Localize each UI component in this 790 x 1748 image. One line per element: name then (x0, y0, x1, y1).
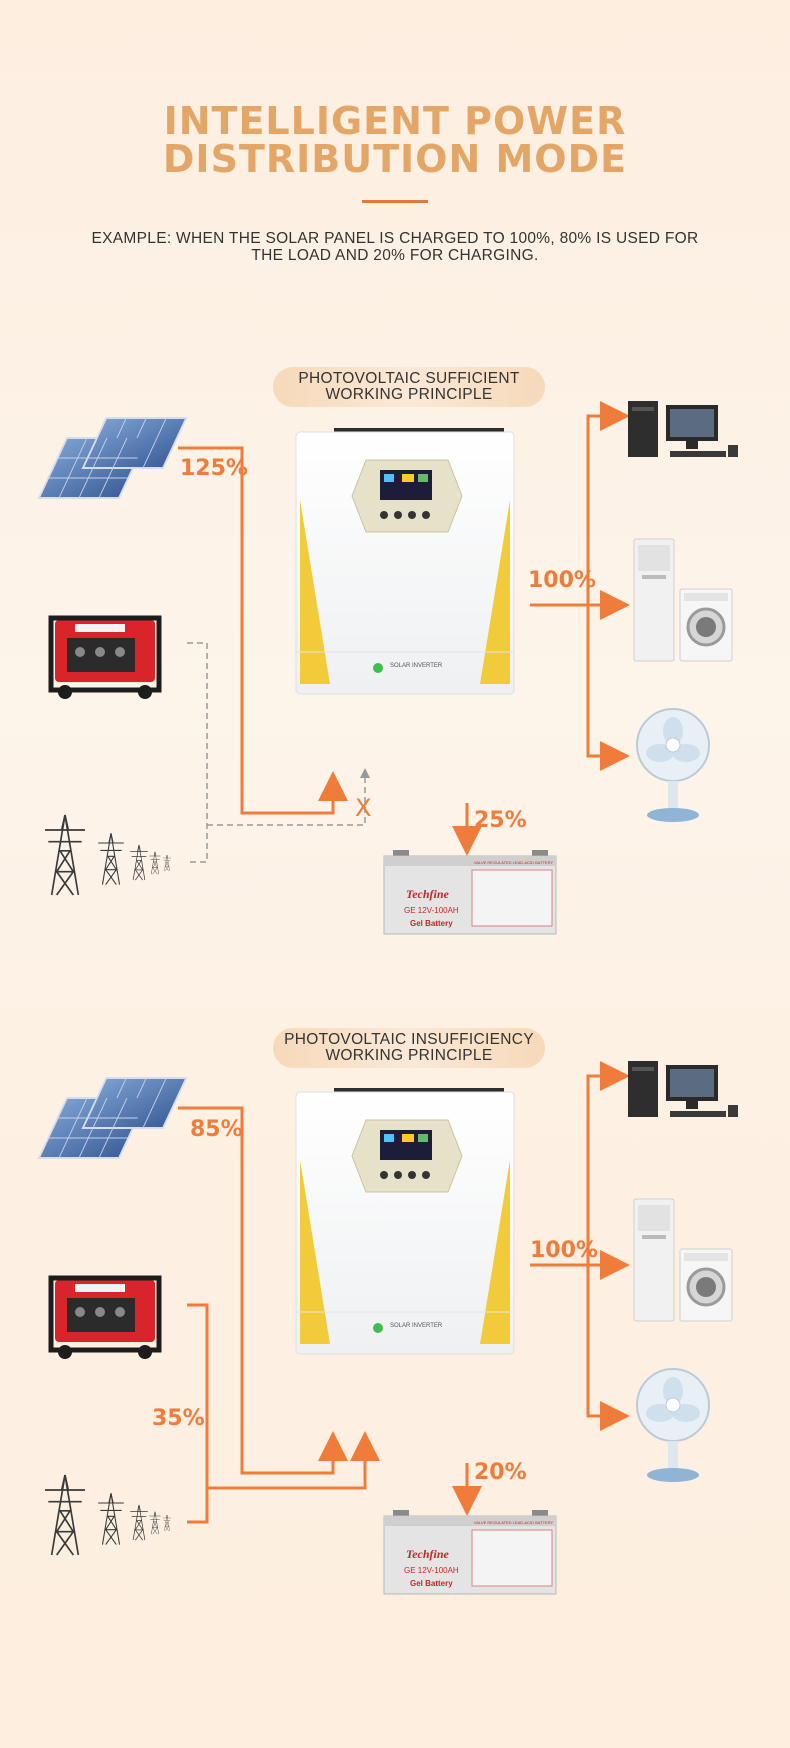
section-label-line1: PHOTOVOLTAIC SUFFICIENT (298, 370, 520, 387)
power-tower-icon (44, 1474, 172, 1556)
power-tower-icon (44, 814, 172, 896)
section-label-line2: WORKING PRINCIPLE (325, 1047, 493, 1064)
inverter-label: SOLAR INVERTER (390, 663, 443, 669)
battery-spec-title: VALVE REGULATED LEAD-ACID BATTERY (474, 1520, 554, 1525)
title-divider (362, 200, 428, 203)
battery-icon (383, 1510, 557, 1595)
flow-diagram (37, 401, 738, 935)
battery-model: GE 12V-100AH (404, 906, 459, 915)
title-line-1: INTELLIGENT POWER (163, 99, 627, 143)
inverter-icon (295, 1088, 515, 1355)
computer-icon (628, 1061, 738, 1117)
air-conditioner-icon (632, 537, 734, 663)
battery-brand: Techfine (406, 887, 449, 901)
generator-icon (51, 1278, 159, 1359)
computer-icon (628, 401, 738, 457)
battery-percent: 25% (474, 808, 527, 833)
load-percent: 100% (528, 568, 596, 593)
load-percent: 100% (530, 1238, 598, 1263)
battery-percent: 20% (474, 1460, 527, 1485)
subtitle: EXAMPLE: WHEN THE SOLAR PANEL IS CHARGED… (60, 230, 730, 264)
solar-panel-icon (37, 1077, 188, 1159)
subtitle-line-1: EXAMPLE: WHEN THE SOLAR PANEL IS CHARGED… (91, 230, 699, 247)
solar-percent: 85% (190, 1117, 243, 1142)
inverter-label: SOLAR INVERTER (390, 1323, 443, 1329)
section-sufficient: PHOTOVOLTAIC SUFFICIENT WORKING PRINCIPL… (0, 360, 790, 980)
fan-icon (636, 1368, 710, 1483)
battery-model: GE 12V-100AH (404, 1566, 459, 1575)
battery-icon (383, 850, 557, 935)
section-label-line1: PHOTOVOLTAIC INSUFFICIENCY (284, 1031, 534, 1048)
battery-type: Gel Battery (410, 1579, 453, 1588)
title-line-2: DISTRIBUTION MODE (162, 137, 628, 181)
section-label: PHOTOVOLTAIC INSUFFICIENCY WORKING PRINC… (273, 1028, 545, 1068)
page-title: INTELLIGENT POWER DISTRIBUTION MODE (0, 102, 790, 178)
flow-diagram (37, 1061, 738, 1595)
inverter-icon (295, 428, 515, 695)
grid-blocked-mark: X (355, 794, 372, 822)
battery-spec-title: VALVE REGULATED LEAD-ACID BATTERY (474, 860, 554, 865)
section-label: PHOTOVOLTAIC SUFFICIENT WORKING PRINCIPL… (273, 367, 545, 407)
generator-icon (51, 618, 159, 699)
solar-panel-icon (37, 417, 188, 499)
section-insufficiency: PHOTOVOLTAIC INSUFFICIENCY WORKING PRINC… (0, 1020, 790, 1640)
air-conditioner-icon (632, 1197, 734, 1323)
battery-type: Gel Battery (410, 919, 453, 928)
grid-percent: 35% (152, 1406, 205, 1431)
battery-brand: Techfine (406, 1547, 449, 1561)
subtitle-line-2: THE LOAD AND 20% FOR CHARGING. (251, 247, 539, 264)
fan-icon (636, 708, 710, 823)
section-label-line2: WORKING PRINCIPLE (325, 386, 493, 403)
solar-percent: 125% (180, 456, 248, 481)
